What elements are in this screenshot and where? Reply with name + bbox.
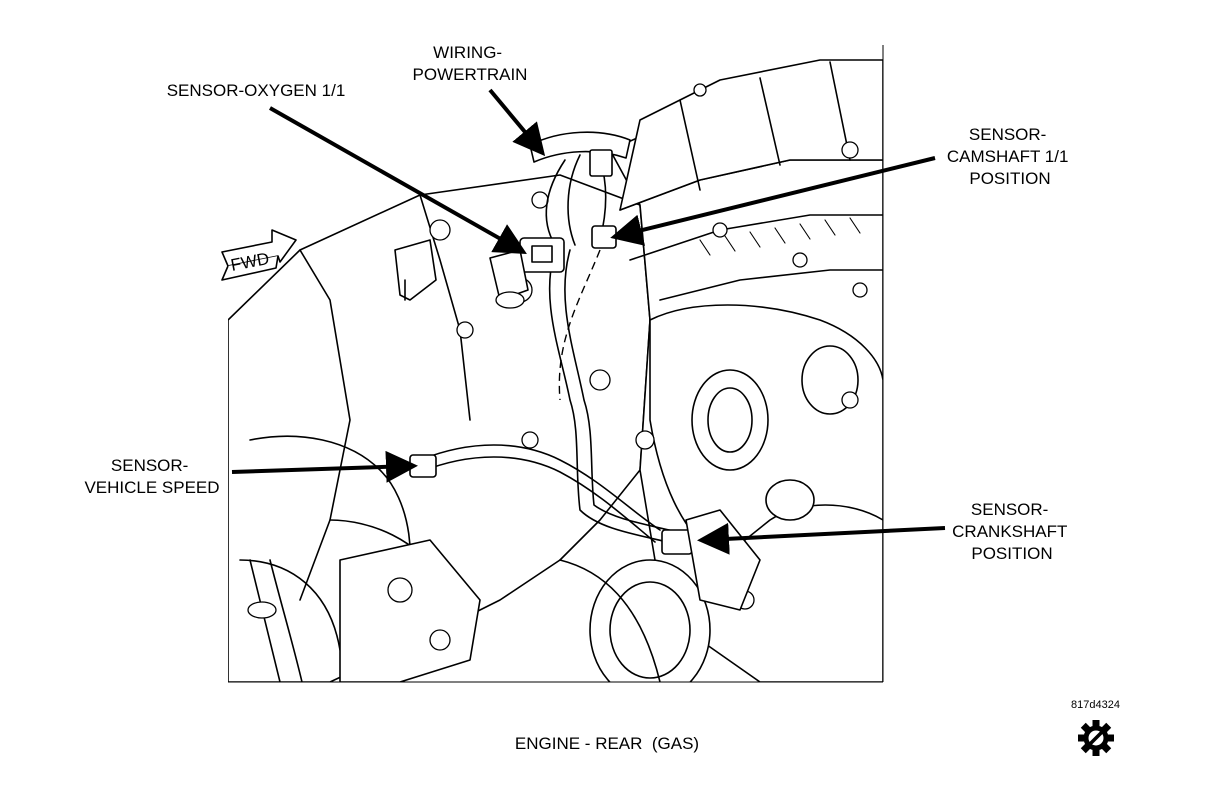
callout-sensor-vehicle-speed-line-1: SENSOR- bbox=[111, 456, 188, 475]
callout-sensor-oxygen-line-1: SENSOR-OXYGEN 1/1 bbox=[167, 81, 346, 100]
callout-sensor-camshaft: SENSOR- CAMSHAFT 1/1 POSITION bbox=[947, 125, 1073, 188]
figure-code: 817d4324 bbox=[1071, 699, 1120, 711]
callout-sensor-camshaft-line-3: POSITION bbox=[969, 169, 1050, 188]
callout-sensor-crankshaft-line-3: POSITION bbox=[971, 544, 1052, 563]
callout-sensor-vehicle-speed-line-2: VEHICLE SPEED bbox=[84, 478, 219, 497]
callout-sensor-vehicle-speed: SENSOR- VEHICLE SPEED bbox=[84, 456, 219, 497]
callout-wiring-powertrain: WIRING- POWERTRAIN bbox=[413, 43, 528, 84]
callout-sensor-camshaft-line-1: SENSOR- bbox=[969, 125, 1046, 144]
leader-sensor-oxygen bbox=[269, 106, 527, 254]
callout-sensor-crankshaft: SENSOR- CRANKSHAFT POSITION bbox=[952, 500, 1072, 563]
leader-wiring-powertrain bbox=[488, 88, 546, 157]
callout-sensor-crankshaft-line-2: CRANKSHAFT bbox=[952, 522, 1067, 541]
leader-sensor-crankshaft bbox=[697, 522, 946, 555]
fwd-arrow-icon: FWD bbox=[221, 229, 297, 281]
transmission-gear-icon bbox=[1078, 720, 1114, 756]
callout-wiring-powertrain-line-2: POWERTRAIN bbox=[413, 65, 528, 84]
engine-illustration bbox=[228, 59, 883, 682]
callout-wiring-powertrain-line-1: WIRING- bbox=[433, 43, 502, 62]
leader-sensor-vehicle-speed bbox=[231, 450, 418, 483]
leader-sensor-camshaft bbox=[610, 156, 936, 246]
callout-sensor-oxygen: SENSOR-OXYGEN 1/1 bbox=[167, 81, 346, 100]
callout-sensor-crankshaft-line-1: SENSOR- bbox=[971, 500, 1048, 519]
callout-sensor-camshaft-line-2: CAMSHAFT 1/1 bbox=[947, 147, 1069, 166]
figure-caption: ENGINE - REAR (GAS) bbox=[515, 734, 699, 753]
